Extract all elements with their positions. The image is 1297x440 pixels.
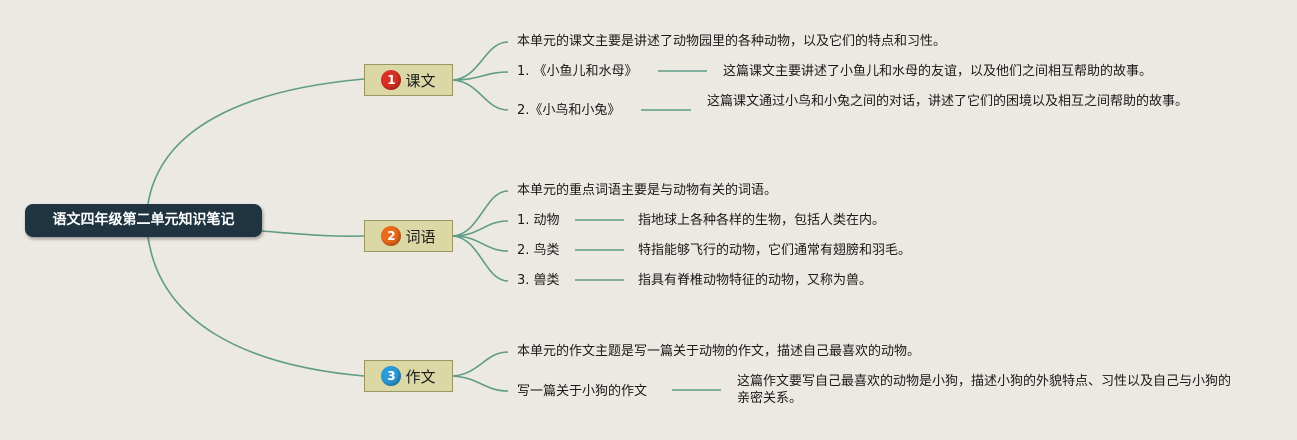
item-detail[interactable]: 特指能够飞行的动物，它们通常有翅膀和羽毛。 bbox=[638, 243, 912, 258]
number-badge-icon: 1 bbox=[381, 70, 402, 90]
item-title[interactable]: 1. 《小鱼儿和水母》 bbox=[517, 64, 638, 79]
branch-label: 词语 bbox=[405, 227, 436, 246]
item-detail[interactable]: 这篇课文主要讲述了小鱼儿和水母的友谊，以及他们之间相互帮助的故事。 bbox=[723, 64, 1153, 79]
root-node[interactable]: 语文四年级第二单元知识笔记 bbox=[25, 204, 262, 237]
item-title[interactable]: 2.《小鸟和小兔》 bbox=[517, 103, 621, 118]
item-detail[interactable]: 指具有脊椎动物特征的动物，又称为兽。 bbox=[638, 273, 873, 288]
number-badge-icon: 3 bbox=[381, 366, 402, 386]
item-detail[interactable]: 指地球上各种各样的生物，包括人类在内。 bbox=[638, 213, 886, 228]
item-detail[interactable]: 这篇作文要写自己最喜欢的动物是小狗，描述小狗的外貌特点、习性以及自己与小狗的亲密… bbox=[737, 374, 1232, 406]
item-title[interactable]: 3. 兽类 bbox=[517, 273, 560, 288]
item-title[interactable]: 写一篇关于小狗的作文 bbox=[517, 384, 648, 399]
branch-label: 作文 bbox=[405, 367, 436, 386]
summary-text[interactable]: 本单元的课文主要是讲述了动物园里的各种动物，以及它们的特点和习性。 bbox=[517, 34, 947, 49]
branch-node-composition[interactable]: 3 作文 bbox=[364, 360, 453, 392]
summary-text[interactable]: 本单元的作文主题是写一篇关于动物的作文，描述自己最喜欢的动物。 bbox=[517, 344, 921, 359]
item-title[interactable]: 2. 鸟类 bbox=[517, 243, 560, 258]
branch-label: 课文 bbox=[405, 71, 436, 90]
branch-node-texts[interactable]: 1 课文 bbox=[364, 64, 453, 96]
summary-text[interactable]: 本单元的重点词语主要是与动物有关的词语。 bbox=[517, 183, 778, 198]
number-badge-icon: 2 bbox=[381, 226, 402, 246]
item-detail[interactable]: 这篇课文通过小鸟和小兔之间的对话，讲述了它们的困境以及相互之间帮助的故事。 bbox=[707, 94, 1189, 109]
item-title[interactable]: 1. 动物 bbox=[517, 213, 560, 228]
branch-node-vocabulary[interactable]: 2 词语 bbox=[364, 220, 453, 252]
